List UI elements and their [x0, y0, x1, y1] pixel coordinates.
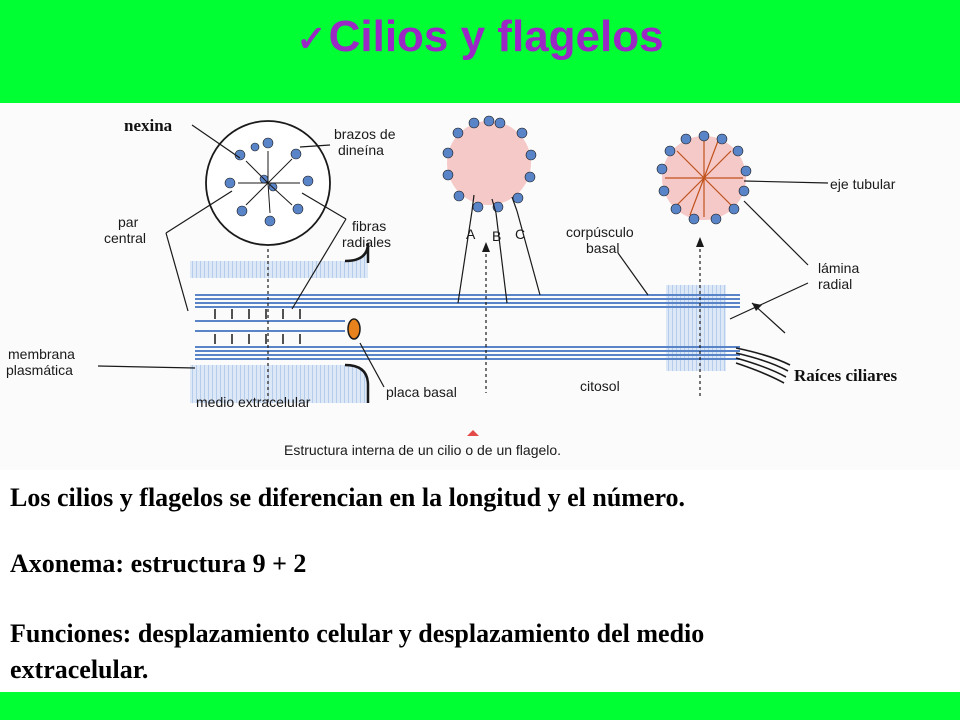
footer-band	[0, 692, 960, 720]
slide-title-text: Cilios y flagelos	[328, 12, 664, 61]
basal-triplets	[442, 115, 537, 213]
label-citosol: citosol	[580, 378, 620, 394]
label-eje-tubular: eje tubular	[830, 176, 896, 192]
dashed-guides	[267, 243, 701, 403]
membrane-curve-bottom	[344, 363, 370, 403]
label-par-2: central	[104, 230, 146, 246]
label-a: A	[466, 226, 476, 242]
arrowhead-icon	[752, 303, 762, 311]
label-lamina-2: radial	[818, 276, 852, 292]
label-par-1: par	[118, 214, 139, 230]
label-nexina: nexina	[124, 116, 173, 135]
up-arrow-icon	[482, 242, 490, 252]
ciliary-roots	[735, 347, 791, 384]
text-line-3b: extracelular.	[10, 655, 149, 684]
label-fibras-2: radiales	[342, 234, 391, 250]
basal-plate	[347, 318, 361, 340]
label-fibras-1: fibras	[352, 218, 386, 234]
radial-spokes	[238, 151, 300, 214]
ring-spokes	[665, 139, 743, 217]
text-line-2: Axonema: estructura 9 + 2	[10, 549, 307, 578]
cilium-diagram-svg: nexina brazos de dineína par central fib…	[6, 115, 897, 458]
label-lamina-1: lámina	[818, 260, 859, 276]
label-medio-extracelular: medio extracelular	[196, 394, 311, 410]
slide-title: ✓Cilios y flagelos	[0, 12, 960, 62]
label-corpusculo-1: corpúsculo	[566, 224, 634, 240]
label-b: B	[492, 228, 501, 244]
basal-cross-section	[447, 121, 531, 205]
upper-membrane	[190, 243, 368, 278]
label-placa-basal: placa basal	[386, 384, 457, 400]
checkmark-icon: ✓	[296, 18, 327, 59]
header-band	[0, 0, 960, 103]
membrane-curve-top	[344, 242, 370, 263]
label-membrana-2: plasmática	[6, 362, 73, 378]
ring-triplets	[656, 130, 752, 225]
text-line-1: Los cilios y flagelos se diferencian en …	[10, 483, 686, 512]
dynein-arrows	[214, 309, 301, 344]
label-corpusculo-2: basal	[586, 240, 619, 256]
microtubules	[195, 294, 740, 360]
text-line-3a: Funciones: desplazamiento celular y desp…	[10, 619, 705, 648]
label-raices-ciliares: Raíces ciliares	[794, 366, 897, 385]
label-membrana-1: membrana	[8, 346, 75, 362]
red-marker-icon	[467, 430, 479, 436]
up-arrow-icon	[696, 237, 704, 247]
label-brazos-2: dineína	[338, 142, 384, 158]
diagram-caption: Estructura interna de un cilio o de un f…	[284, 442, 561, 458]
label-c: C	[515, 226, 525, 242]
lower-membrane	[190, 365, 368, 403]
label-brazos-1: brazos de	[334, 126, 396, 142]
cilium-diagram: nexina brazos de dineína par central fib…	[0, 103, 960, 470]
